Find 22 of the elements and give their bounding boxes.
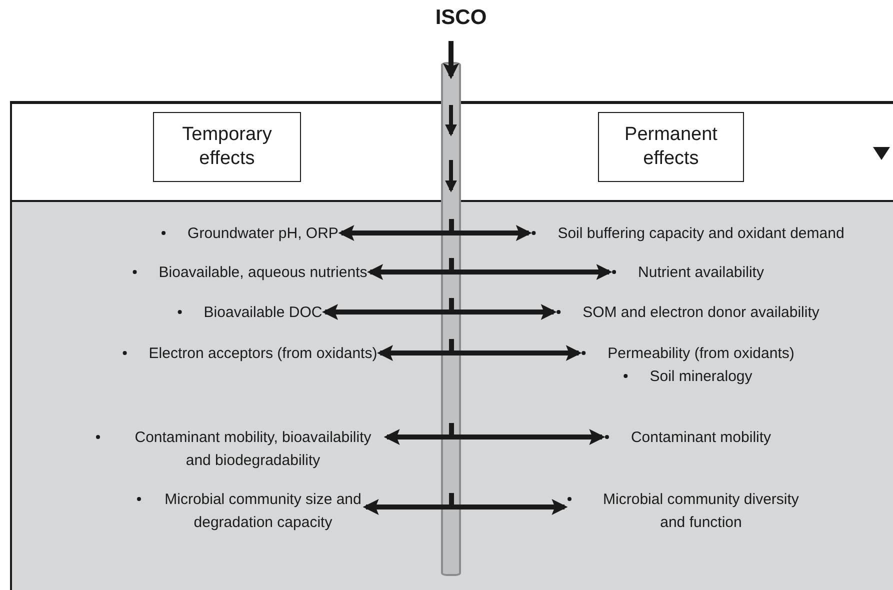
- effect-text: Contaminant mobility, bioavailability and biodegradability: [134, 428, 372, 471]
- effect-text: Bioavailable DOC: [204, 303, 322, 323]
- effect-text: Bioavailable, aqueous nutrients: [158, 263, 368, 283]
- effect-text: Contaminant mobility: [630, 428, 772, 448]
- text-box: Permanent effects: [598, 112, 744, 182]
- arrow: [384, 429, 606, 445]
- effect-text: Microbial community size and degradation capacity: [164, 490, 362, 533]
- arrow: [362, 499, 568, 515]
- arrow: [338, 225, 532, 241]
- arrow: [377, 345, 582, 361]
- arrow: [322, 304, 557, 320]
- heading: ISCO: [435, 5, 487, 31]
- effect-text: Permeability (from oxidants): [608, 344, 794, 364]
- effect-text: SOM and electron donor availability: [582, 303, 820, 323]
- arrow: [367, 264, 612, 280]
- effect-text: Groundwater pH, ORP: [188, 224, 338, 244]
- effect-text: Soil mineralogy: [650, 367, 752, 387]
- effect-text: Electron acceptors (from oxidants): [148, 344, 378, 364]
- effect-text: Soil buffering capacity and oxidant demand: [558, 224, 844, 244]
- text-box: Temporary effects: [153, 112, 301, 182]
- effect-text: Microbial community diversity and function: [602, 490, 800, 533]
- effect-text: Nutrient availability: [638, 263, 764, 283]
